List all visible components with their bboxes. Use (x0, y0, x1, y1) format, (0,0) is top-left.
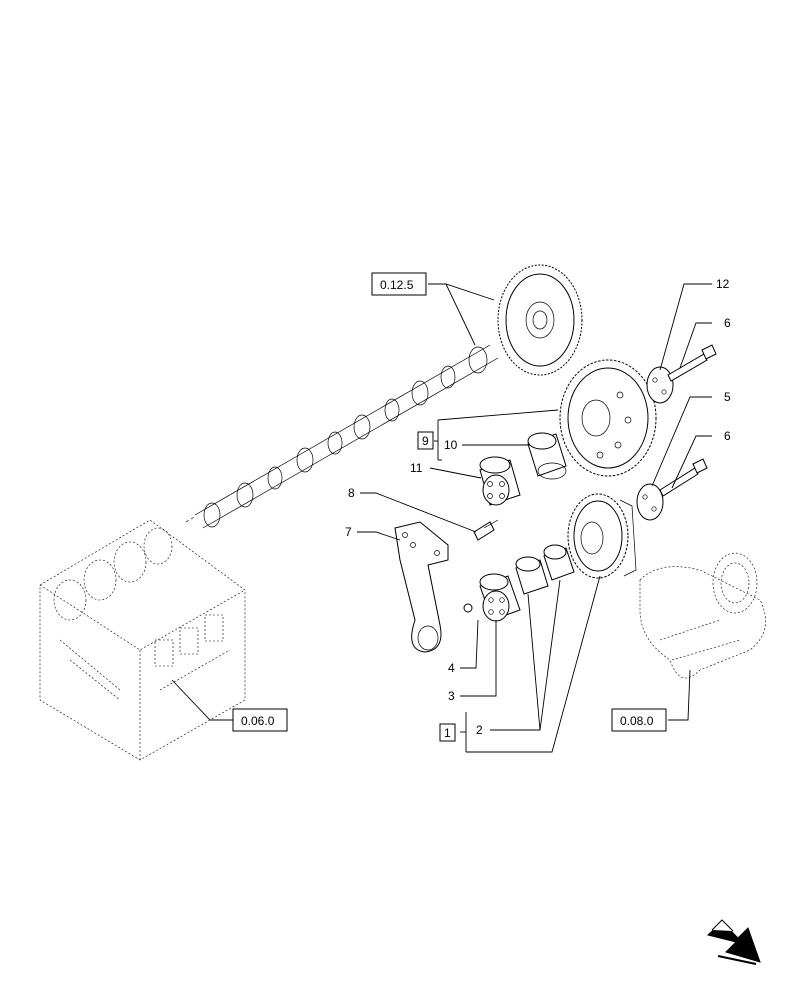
bolt-6-lower-illustration (659, 458, 708, 497)
idler-gear-illustration (559, 359, 657, 477)
camshaft-ref-label: 0.12.5 (380, 278, 414, 292)
callout-6-lower: 6 (724, 429, 731, 443)
callout-1: 1 (444, 726, 451, 740)
callout-10: 10 (444, 438, 458, 452)
washer-5-illustration (636, 483, 664, 521)
callout-9: 9 (422, 434, 429, 448)
next-page-arrow-icon[interactable] (706, 919, 761, 965)
camshaft-gear-illustration (497, 264, 583, 376)
callout-11: 11 (410, 461, 423, 475)
gear-1-illustration (567, 493, 637, 579)
callout-2: 2 (476, 723, 483, 737)
bolt-6-upper-illustration (667, 344, 717, 382)
callout-12: 12 (716, 277, 730, 291)
washer-12-illustration (646, 366, 674, 404)
callout-1-box (439, 723, 456, 742)
crankshaft-illustration (639, 552, 766, 679)
callout-labels: 12 6 5 6 9 10 11 8 7 4 3 1 2 (345, 277, 731, 742)
reference-labels: 0.12.5 0.06.0 0.08.0 (232, 272, 667, 732)
callout-3: 3 (448, 689, 455, 703)
hub-11-illustration (479, 456, 521, 506)
callout-4: 4 (448, 661, 455, 675)
bushing-2-illustration (515, 544, 575, 595)
leader-lines (171, 283, 712, 753)
callout-7: 7 (345, 525, 352, 539)
callout-8: 8 (348, 486, 355, 500)
callout-9-box (417, 431, 434, 450)
crankshaft-ref-label: 0.08.0 (620, 714, 654, 728)
callout-5: 5 (724, 390, 731, 404)
callout-6-upper: 6 (724, 316, 731, 330)
block-ref-box[interactable] (232, 708, 288, 732)
camshaft-illustration (185, 344, 499, 529)
hub-4-illustration (463, 573, 521, 622)
block-ref-label: 0.06.0 (241, 714, 275, 728)
bushing-10-illustration (527, 432, 567, 480)
engine-block-illustration (39, 519, 246, 761)
camshaft-ref-box[interactable] (371, 272, 427, 296)
bolt-8-illustration (473, 519, 499, 541)
crankshaft-ref-box[interactable] (611, 708, 667, 732)
bracket-7-illustration (394, 521, 449, 653)
